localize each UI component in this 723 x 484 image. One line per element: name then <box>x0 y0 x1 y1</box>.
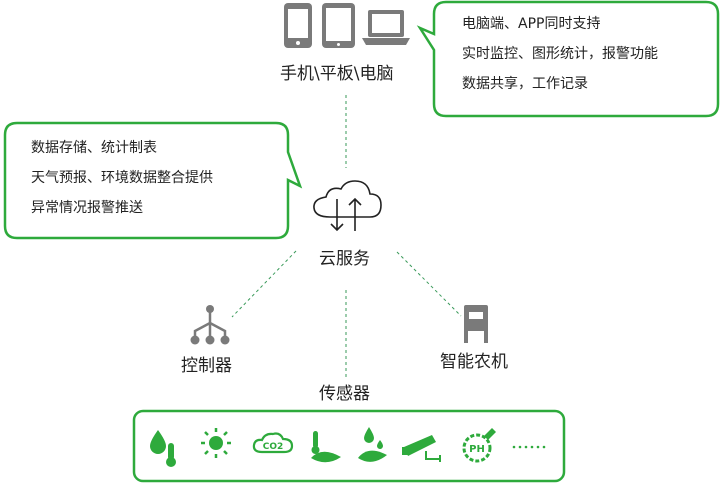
svg-text:CO2: CO2 <box>263 442 284 452</box>
light-icon <box>201 428 231 458</box>
ph-icon: PH <box>462 428 496 463</box>
soil-moisture-icon <box>358 427 387 462</box>
callout-devices-line: 实时监控、图形统计，报警功能 <box>462 46 658 62</box>
laptop-icon <box>362 10 410 45</box>
controller-label: 控制器 <box>181 356 232 376</box>
callout-devices-frame <box>416 0 720 118</box>
camera-icon <box>402 435 441 462</box>
callout-cloud-line: 数据存储、统计制表 <box>31 140 157 156</box>
soil-temperature-icon <box>311 431 341 463</box>
cloud-sync-icon <box>313 180 382 232</box>
callout-cloud-frame <box>3 121 303 240</box>
svg-text:PH: PH <box>469 444 485 455</box>
connector-cloud-machinery <box>396 251 462 317</box>
co2-icon: CO2 <box>252 432 294 454</box>
callout-devices: 电脑端、APP同时支持 实时监控、图形统计，报警功能 数据共享，工作记录 <box>462 9 658 99</box>
phone-icon <box>284 3 312 48</box>
controller-icon <box>190 305 230 345</box>
devices-label: 手机\平板\电脑 <box>280 64 394 84</box>
callout-devices-line: 电脑端、APP同时支持 <box>462 16 601 32</box>
more-icon <box>512 445 546 449</box>
machinery-icon <box>464 305 488 343</box>
callout-cloud: 数据存储、统计制表 天气预报、环境数据整合提供 异常情况报警推送 <box>31 133 213 223</box>
connector-cloud-controller <box>231 250 297 318</box>
callout-devices-line: 数据共享，工作记录 <box>462 76 588 92</box>
callout-cloud-line: 天气预报、环境数据整合提供 <box>31 170 213 186</box>
humidity-temperature-icon <box>150 430 176 467</box>
sensors-frame <box>132 409 566 483</box>
sensors-label: 传感器 <box>319 384 370 404</box>
tablet-icon <box>322 3 355 48</box>
machinery-label: 智能农机 <box>440 352 508 372</box>
callout-cloud-line: 异常情况报警推送 <box>31 200 143 216</box>
cloud-label: 云服务 <box>319 249 370 269</box>
